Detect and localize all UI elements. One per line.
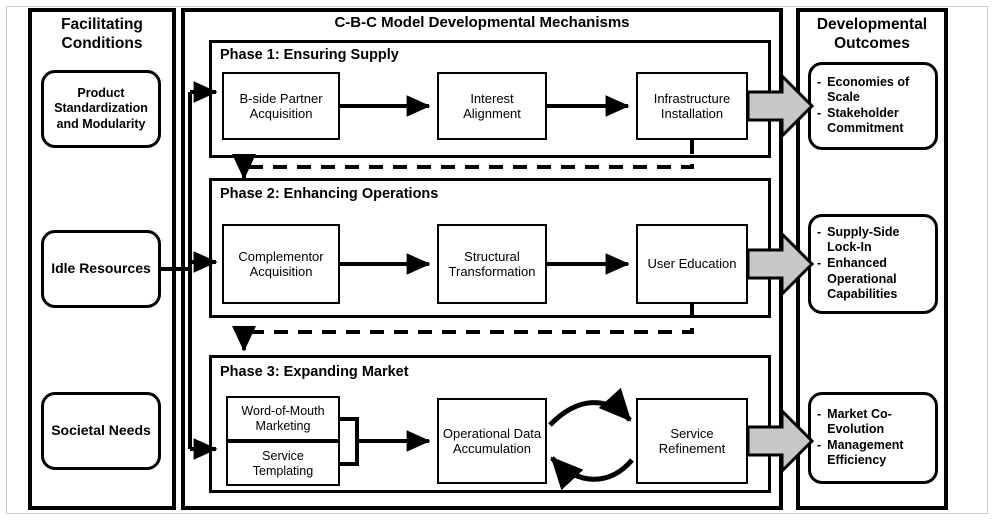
step-service-templating[interactable]: Service Templating — [226, 441, 340, 486]
bullet-marker: - — [817, 224, 822, 239]
phase-2-title: Phase 2: Enhancing Operations — [220, 186, 438, 202]
condition-product-standardization-label: Product Standardization and Modularity — [54, 86, 148, 131]
phase-2-title-text: Phase 2: Enhancing Operations — [220, 186, 439, 202]
step-service-templating-label: Service Templating — [252, 448, 314, 478]
condition-societal-needs-label: Societal Needs — [51, 422, 151, 439]
step-complementor-acquisition-label: Complementor Acquisition — [238, 248, 324, 279]
cbc-model-title: C-B-C Model Developmental Mechanisms — [181, 14, 783, 31]
outcome-text: Stakeholder Commitment — [827, 106, 904, 136]
outcome-bullet: - Management Efficiency — [817, 438, 929, 469]
cbc-model-title-text: C-B-C Model Developmental Mechanisms — [334, 14, 630, 31]
bullet-marker: - — [817, 106, 822, 120]
step-word-of-mouth-marketing-label: Word-of-Mouth Marketing — [241, 403, 325, 433]
step-user-education-label: User Education — [647, 256, 737, 272]
phase-1-title-text: Phase 1: Ensuring Supply — [220, 47, 399, 63]
figure-outer-frame — [6, 6, 988, 514]
step-structural-transformation[interactable]: Structural Transformation — [437, 224, 547, 304]
step-infrastructure-installation-label: Infrastructure Installation — [653, 90, 731, 121]
outcome-bullet: - Stakeholder Commitment — [817, 106, 929, 137]
step-structural-transformation-label: Structural Transformation — [448, 248, 536, 279]
outcome-group-2[interactable]: - Supply-Side Lock-In - Enhanced Operati… — [808, 214, 938, 314]
outcome-group-3[interactable]: - Market Co-Evolution - Management Effic… — [808, 392, 938, 484]
outcome-text: Market Co-Evolution — [827, 406, 892, 436]
developmental-outcomes-title-line2: Outcomes — [834, 34, 910, 52]
step-interest-alignment[interactable]: Interest Alignment — [437, 72, 547, 140]
phase-1-title: Phase 1: Ensuring Supply — [220, 47, 399, 63]
outcome-text: Supply-Side Lock-In — [827, 224, 900, 255]
phase-3-title: Phase 3: Expanding Market — [220, 364, 409, 380]
outcome-text: Enhanced Operational Capabilities — [827, 256, 898, 301]
bullet-marker: - — [817, 406, 822, 421]
outcome-group-1-list: - Economies of Scale - Stakeholder Commi… — [817, 75, 929, 138]
outcome-bullet: - Enhanced Operational Capabilities — [817, 256, 929, 302]
bullet-marker: - — [817, 74, 822, 89]
step-word-of-mouth-marketing[interactable]: Word-of-Mouth Marketing — [226, 396, 340, 441]
condition-idle-resources[interactable]: Idle Resources — [41, 230, 161, 308]
outcome-text: Management Efficiency — [827, 438, 904, 468]
outcome-bullet: - Economies of Scale — [817, 75, 929, 106]
facilitating-conditions-title-line1: Facilitating — [61, 16, 143, 33]
step-operational-data-accumulation[interactable]: Operational Data Accumulation — [437, 398, 547, 484]
developmental-outcomes-title-line1: Developmental — [816, 16, 928, 33]
condition-product-standardization[interactable]: Product Standardization and Modularity — [41, 70, 161, 148]
developmental-outcomes-title: Developmental Outcomes — [800, 16, 944, 53]
condition-idle-resources-label: Idle Resources — [51, 260, 151, 277]
step-b-side-partner-acquisition[interactable]: B-side Partner Acquisition — [222, 72, 340, 140]
step-complementor-acquisition[interactable]: Complementor Acquisition — [222, 224, 340, 304]
step-interest-alignment-label: Interest Alignment — [463, 90, 521, 121]
facilitating-conditions-title-line2: Conditions — [61, 34, 143, 52]
condition-societal-needs[interactable]: Societal Needs — [41, 392, 161, 470]
phase-3-title-text: Phase 3: Expanding Market — [220, 364, 409, 380]
outcome-group-1[interactable]: - Economies of Scale - Stakeholder Commi… — [808, 62, 938, 150]
outcome-group-3-list: - Market Co-Evolution - Management Effic… — [817, 407, 929, 470]
step-infrastructure-installation[interactable]: Infrastructure Installation — [636, 72, 748, 140]
step-service-refinement[interactable]: Service Refinement — [636, 398, 748, 484]
bullet-marker: - — [817, 256, 822, 271]
step-operational-data-accumulation-label: Operational Data Accumulation — [442, 425, 542, 456]
outcome-text: Economies of Scale — [827, 74, 910, 104]
outcome-group-2-list: - Supply-Side Lock-In - Enhanced Operati… — [817, 225, 929, 303]
step-b-side-partner-acquisition-label: B-side Partner Acquisition — [239, 90, 323, 121]
step-service-refinement-label: Service Refinement — [658, 425, 726, 456]
facilitating-conditions-title: Facilitating Conditions — [34, 16, 170, 53]
bullet-marker: - — [817, 438, 822, 452]
outcome-bullet: - Market Co-Evolution — [817, 407, 929, 438]
outcome-bullet: - Supply-Side Lock-In — [817, 225, 929, 256]
step-user-education[interactable]: User Education — [636, 224, 748, 304]
